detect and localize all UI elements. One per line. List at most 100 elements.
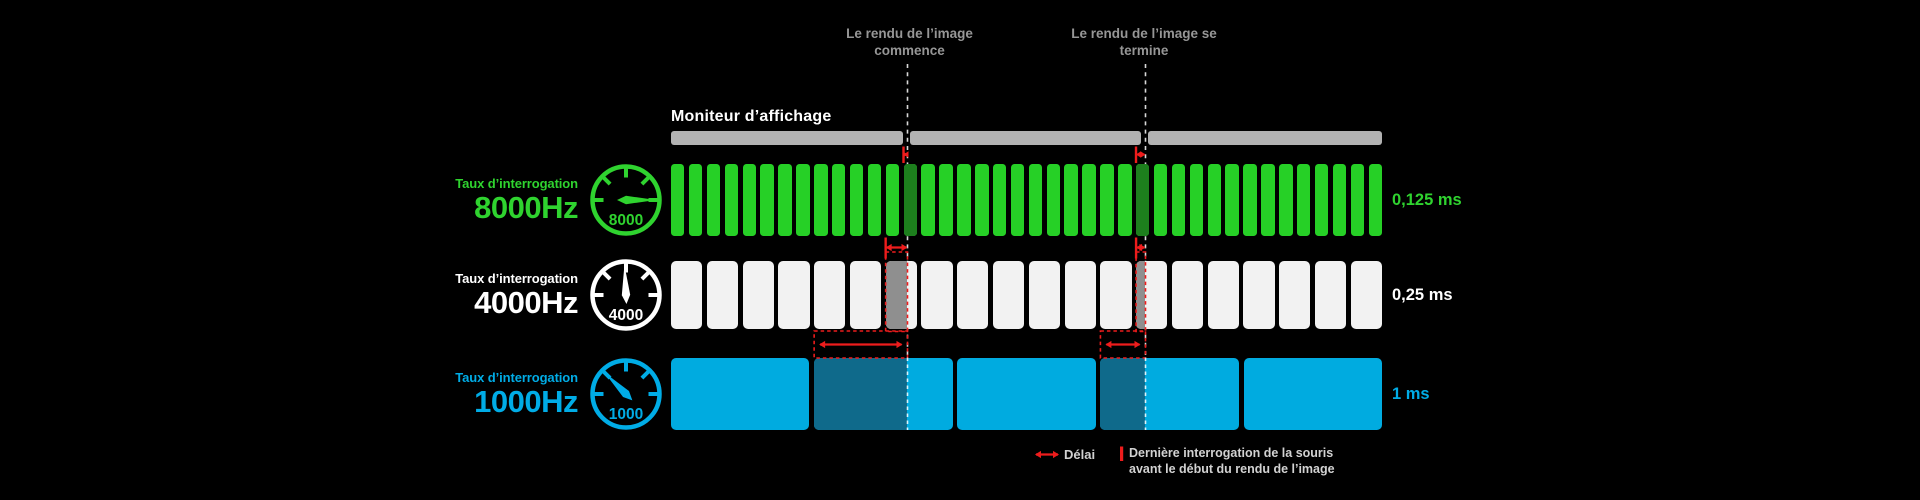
interval-label-1000hz: 1 ms bbox=[1392, 384, 1430, 403]
rate-label-small: Taux d’interrogation bbox=[455, 175, 578, 191]
polling-bar bbox=[1028, 163, 1043, 236]
polling-bar bbox=[1189, 163, 1204, 236]
polling-bar bbox=[831, 163, 846, 236]
polling-bar bbox=[724, 163, 739, 236]
polling-bar bbox=[706, 260, 739, 329]
polling-bar bbox=[1064, 260, 1096, 329]
polling-bar bbox=[814, 163, 828, 236]
polling-bar bbox=[992, 163, 1007, 236]
annotation-line: termine bbox=[1119, 43, 1169, 58]
polling-bar bbox=[1350, 260, 1382, 329]
polling-bar bbox=[1314, 260, 1347, 329]
interval-label-8000hz: 0,125 ms bbox=[1392, 190, 1462, 209]
polling-bar bbox=[1010, 163, 1025, 236]
svg-text:8000: 8000 bbox=[609, 212, 643, 229]
polling-bar bbox=[1225, 163, 1239, 236]
gauge-icon-1000: 1000 bbox=[590, 358, 662, 430]
polling-bar bbox=[867, 163, 882, 236]
polling-bar bbox=[1028, 260, 1061, 329]
polling-bar bbox=[1118, 163, 1132, 236]
elapsed-poll-overlay bbox=[903, 163, 917, 236]
polling-bar bbox=[957, 163, 971, 236]
polling-bar bbox=[849, 260, 882, 329]
monitor-bar-segment bbox=[1148, 131, 1382, 145]
polling-bar bbox=[778, 260, 810, 329]
polling-bar bbox=[814, 260, 846, 329]
elapsed-poll-overlay bbox=[1136, 260, 1146, 329]
polling-bar bbox=[957, 357, 1096, 430]
interval-label-4000hz: 0,25 ms bbox=[1392, 285, 1453, 304]
polling-bar bbox=[1207, 260, 1239, 329]
polling-bar bbox=[1279, 163, 1293, 236]
rate-group-8000hz: Taux d’interrogation 8000Hz 8000 bbox=[330, 161, 664, 239]
polling-bar bbox=[1100, 260, 1132, 329]
polling-bar bbox=[1171, 163, 1186, 236]
legend-last-poll-line: avant le début du rendu de l’image bbox=[1129, 462, 1335, 476]
elapsed-poll-overlay bbox=[885, 260, 908, 329]
gauge-icon-4000: 4000 bbox=[590, 259, 662, 331]
svg-text:4000: 4000 bbox=[609, 307, 643, 324]
polling-bar bbox=[921, 260, 953, 329]
polling-bar bbox=[688, 163, 703, 236]
rate-label-big: 1000Hz bbox=[474, 383, 578, 419]
elapsed-poll-overlay bbox=[1100, 357, 1146, 430]
annotation-render-end: Le rendu de l’image se termine bbox=[1071, 25, 1217, 59]
polling-bar bbox=[1261, 163, 1275, 236]
polling-bar bbox=[1082, 163, 1096, 236]
polling-bar bbox=[1279, 260, 1311, 329]
polling-bar bbox=[1296, 163, 1311, 236]
polling-bar bbox=[1171, 260, 1204, 329]
polling-bar bbox=[1243, 260, 1275, 329]
polling-bar bbox=[885, 163, 900, 236]
polling-bar bbox=[975, 163, 989, 236]
polling-bar bbox=[849, 163, 864, 236]
polling-bar bbox=[992, 260, 1025, 329]
monitor-bar-segment bbox=[671, 131, 903, 145]
polling-bar bbox=[1314, 163, 1329, 236]
rate-label-big: 4000Hz bbox=[474, 284, 578, 320]
polling-bar bbox=[1243, 357, 1382, 430]
polling-bar bbox=[706, 163, 721, 236]
polling-bar bbox=[1100, 163, 1114, 236]
polling-bar bbox=[957, 260, 989, 329]
polling-bar bbox=[1046, 163, 1061, 236]
polling-bar bbox=[939, 163, 953, 236]
polling-bar bbox=[760, 163, 774, 236]
legend-last-poll-label: Dernière interrogation de la souris avan… bbox=[1129, 445, 1335, 477]
gauge-icon-8000: 8000 bbox=[590, 164, 662, 236]
polling-bar bbox=[1153, 163, 1168, 236]
polling-bar bbox=[778, 163, 792, 236]
monitor-label: Moniteur d’affichage bbox=[671, 108, 832, 125]
monitor-bar-segment bbox=[910, 131, 1141, 145]
rate-label-big: 8000Hz bbox=[474, 189, 578, 225]
polling-bar bbox=[1064, 163, 1078, 236]
rate-label-small: Taux d’interrogation bbox=[455, 369, 578, 385]
annotation-line: Le rendu de l’image se bbox=[1071, 26, 1217, 41]
rate-group-1000hz: Taux d’interrogation 1000Hz 1000 bbox=[330, 355, 664, 433]
polling-bar bbox=[742, 260, 774, 329]
rate-label-small: Taux d’interrogation bbox=[455, 270, 578, 286]
elapsed-poll-overlay bbox=[1136, 163, 1150, 236]
polling-bar bbox=[671, 357, 810, 430]
polling-bar bbox=[1332, 163, 1347, 236]
legend-last-poll-line: Dernière interrogation de la souris bbox=[1129, 446, 1334, 460]
polling-bar bbox=[921, 163, 935, 236]
polling-bar bbox=[1350, 163, 1365, 236]
svg-text:1000: 1000 bbox=[609, 406, 643, 423]
annotation-line: commence bbox=[874, 43, 945, 58]
annotation-line: Le rendu de l’image bbox=[846, 26, 973, 41]
polling-bar bbox=[671, 163, 685, 236]
rate-group-4000hz: Taux d’interrogation 4000Hz 4000 bbox=[330, 256, 664, 334]
polling-bar bbox=[742, 163, 757, 236]
annotation-render-start: Le rendu de l’image commence bbox=[846, 25, 973, 59]
polling-bar bbox=[671, 260, 703, 329]
legend-delay-label: Délai bbox=[1064, 447, 1096, 462]
polling-bar bbox=[796, 163, 810, 236]
polling-bar bbox=[1368, 163, 1382, 236]
